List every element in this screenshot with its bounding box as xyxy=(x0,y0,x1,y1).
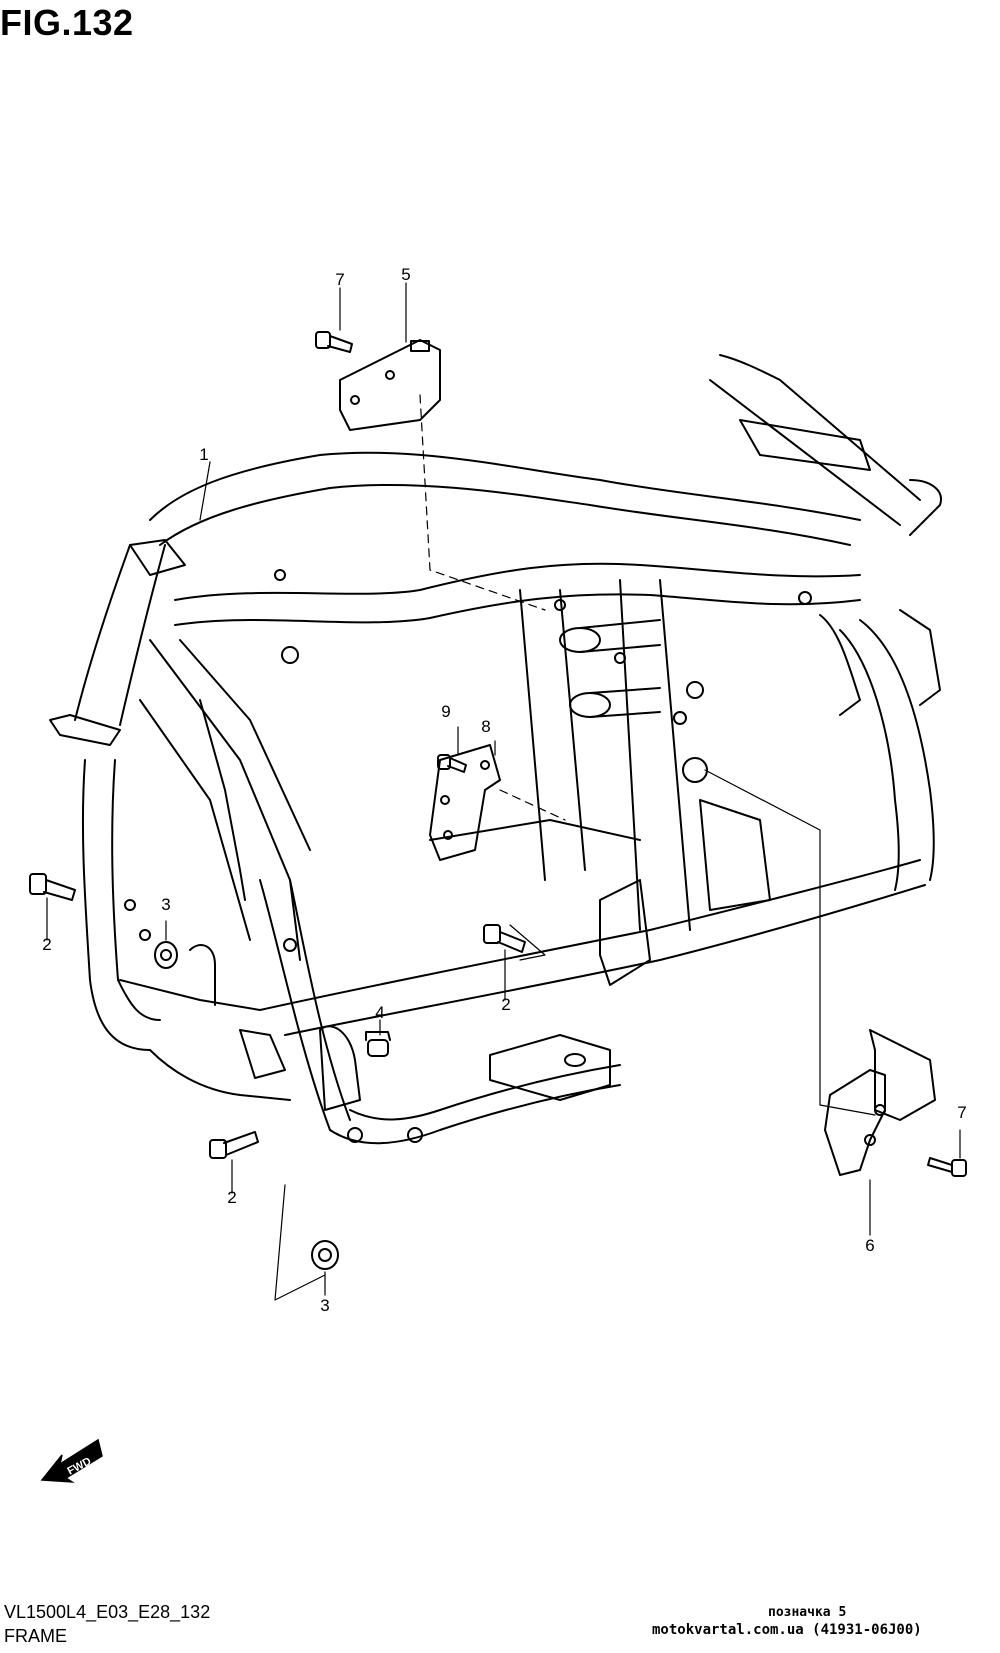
callout-9: 9 xyxy=(441,702,450,721)
figure-title: FIG.132 xyxy=(0,2,134,43)
callout-1: 1 xyxy=(199,445,208,464)
callout-4: 4 xyxy=(375,1003,384,1022)
diagram-code: VL1500L4_E03_E28_132 xyxy=(4,1602,211,1622)
bolt-part-7-right xyxy=(927,1157,967,1177)
callout-2-center: 2 xyxy=(501,995,510,1014)
bolt-part-2-bottom xyxy=(209,1131,259,1159)
diagram-name: FRAME xyxy=(4,1626,67,1646)
callout-7-top: 7 xyxy=(335,270,344,289)
callout-7-right: 7 xyxy=(957,1103,966,1122)
watermark-line-1: позначка 5 xyxy=(768,1605,847,1620)
callout-6: 6 xyxy=(865,1236,874,1255)
callout-3-lower: 3 xyxy=(320,1296,329,1315)
bracket-part-5 xyxy=(339,339,441,431)
nut-part-3-upper xyxy=(154,941,178,969)
callout-2-left: 2 xyxy=(42,935,51,954)
bolt-part-7-top xyxy=(315,331,353,353)
watermark-line-2: motokvartal.com.ua (41931-06J00) xyxy=(652,1622,922,1638)
bracket-part-8 xyxy=(429,744,501,861)
nut-part-3-lower xyxy=(311,1240,339,1270)
plug-part-4 xyxy=(365,1031,391,1057)
bolt-part-2-left xyxy=(29,873,76,901)
leader-lines xyxy=(46,282,961,1301)
callout-2-bottom: 2 xyxy=(227,1188,236,1207)
callout-8: 8 xyxy=(481,717,490,736)
bolt-part-9 xyxy=(437,754,467,773)
frame-part-1 xyxy=(49,354,942,1145)
bolt-part-2-center xyxy=(483,924,526,953)
callout-3-upper: 3 xyxy=(161,895,170,914)
fwd-arrow-icon: FWD xyxy=(40,1438,103,1483)
callout-5: 5 xyxy=(401,265,410,284)
